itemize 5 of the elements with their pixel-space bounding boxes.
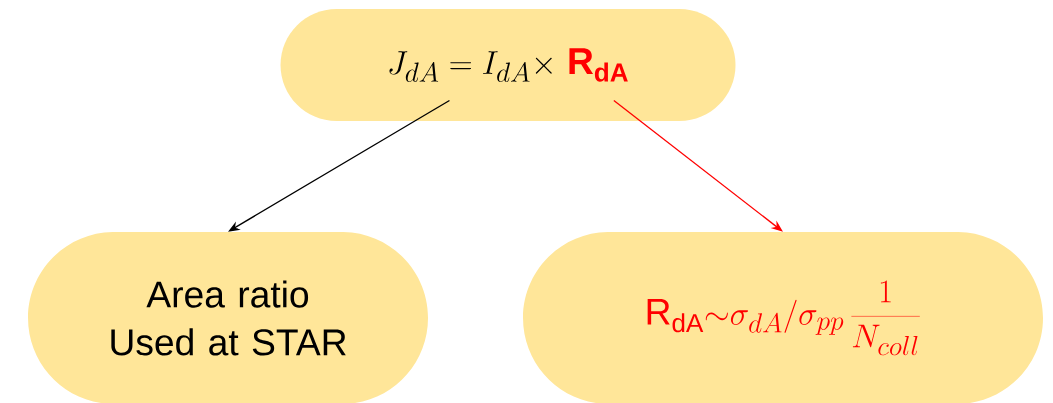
arrow (228, 99, 451, 232)
formula-box: $J_{dA} = I_{dA} \times$ $\mathbf{R}_{\mathbf{dA}}$ (280, 9, 736, 121)
arrow (613, 99, 783, 232)
formula-box: $\mathrm{R}_{\mathrm{dA}} {\sim} \sigma_{dA}/\sigma_{pp}\,\frac{1}{N_{coll}}$ (523, 232, 1043, 403)
rounded-box: Area ratio Used at STAR (28, 232, 428, 403)
